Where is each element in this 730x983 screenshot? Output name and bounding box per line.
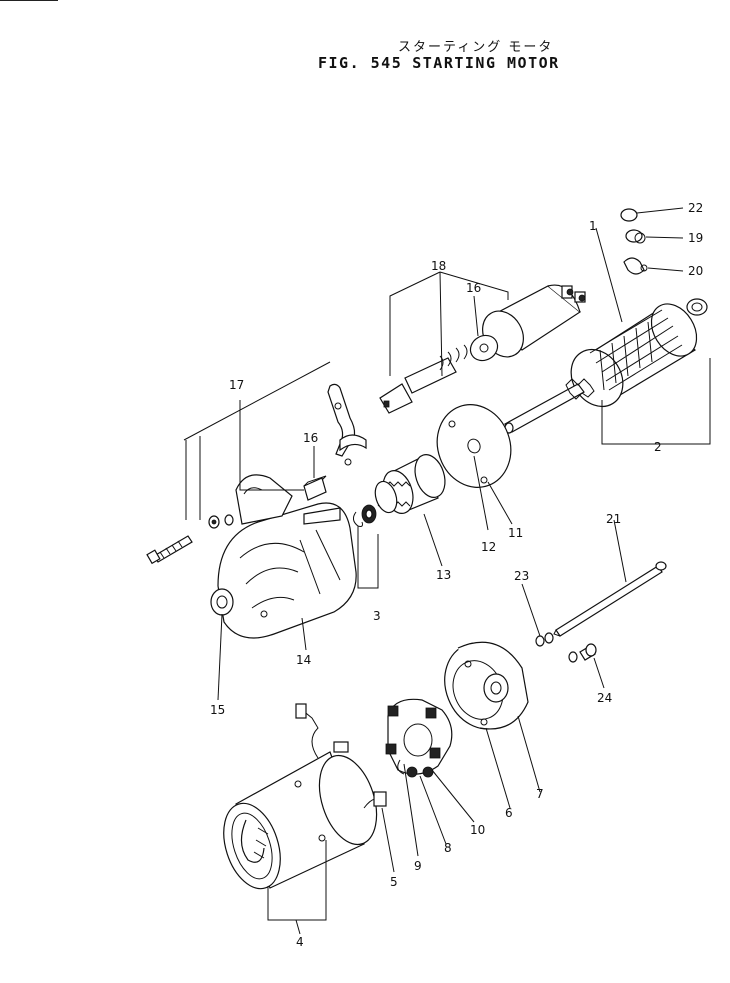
part-17-bolt-washers: [146, 514, 234, 565]
callout-19: 19: [688, 231, 703, 245]
callout-16-upper: 16: [466, 281, 481, 295]
callout-13: 13: [436, 568, 451, 582]
callout-7: 7: [536, 787, 544, 801]
corner-rule: [0, 0, 58, 1]
part-20-boot: [623, 257, 684, 275]
callout-16-lower: 16: [303, 431, 318, 445]
part-17-shift-lever: [327, 383, 367, 466]
callout-6: 6: [505, 806, 513, 820]
part-6-rear-bracket: [444, 641, 529, 730]
callout-21: 21: [606, 512, 621, 526]
part-23-washer: [535, 632, 578, 663]
callout-8: 8: [444, 841, 452, 855]
callout-labels: 1 2 3 4 5 6 7 8 9 10 11 12 13 14 15 16 1…: [210, 201, 703, 949]
callout-3: 3: [373, 609, 381, 623]
callout-24: 24: [597, 691, 612, 705]
part-24-screw: [579, 643, 597, 661]
callout-5: 5: [390, 875, 398, 889]
callout-1: 1: [589, 219, 597, 233]
callout-15: 15: [210, 703, 225, 717]
callout-2: 2: [654, 440, 662, 454]
callout-4: 4: [296, 935, 304, 949]
figure-title-japanese: スターティング モータ: [398, 40, 554, 55]
part-16-washer-upper: [469, 334, 499, 362]
part-11-plate: [436, 404, 512, 488]
part-1-armature: [504, 298, 708, 434]
part-21-through-bolt: [553, 561, 667, 637]
part-22-cap: [620, 207, 684, 222]
part-19-boot: [625, 229, 684, 244]
figure-title-english: STARTING MOTOR: [412, 54, 560, 72]
callout-20: 20: [688, 264, 703, 278]
callout-14: 14: [296, 653, 311, 667]
part-3-stopper-ring: [352, 504, 377, 527]
part-13-overrunning-clutch: [374, 454, 446, 514]
callout-11: 11: [508, 526, 523, 540]
part-8-brush-holder: [385, 698, 453, 778]
callout-10: 10: [470, 823, 485, 837]
callout-17: 17: [229, 378, 244, 392]
figure-title: FIG. 545 STARTING MOTOR: [318, 54, 570, 72]
part-4-yoke: [223, 703, 387, 890]
callout-9: 9: [414, 859, 422, 873]
callout-23: 23: [514, 569, 529, 583]
callout-12: 12: [481, 540, 496, 554]
part-16-packing-lower: [303, 475, 327, 501]
callout-22: 22: [688, 201, 703, 215]
callout-18: 18: [431, 259, 446, 273]
part-14-front-bracket: [210, 474, 357, 639]
figure-number: FIG. 545: [318, 54, 403, 72]
